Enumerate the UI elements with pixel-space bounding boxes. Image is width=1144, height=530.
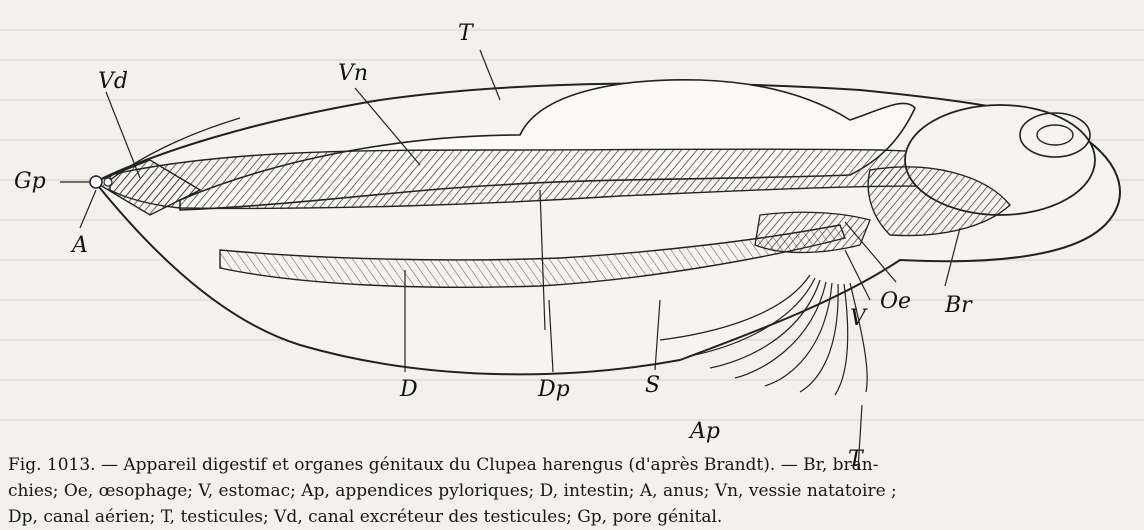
caption-line-2: chies; Oe, œsophage; V, estomac; Ap, app…: [8, 478, 1136, 504]
label-Vd: Vd: [98, 69, 128, 94]
label-Br: Br: [944, 293, 973, 318]
label-A: A: [70, 233, 88, 258]
figure-illustration: T Vn Vd Gp A Br Oe V D Dp S Ap T: [0, 0, 1144, 470]
caption-line-1: Fig. 1013. — Appareil digestif et organe…: [8, 452, 1136, 478]
label-D: D: [399, 377, 418, 402]
fish-body: [90, 80, 1120, 395]
stomach: [755, 212, 870, 252]
label-Gp: Gp: [14, 169, 46, 194]
figure-caption: Fig. 1013. — Appareil digestif et organe…: [8, 452, 1136, 530]
label-V: V: [850, 306, 868, 331]
label-T: T: [458, 21, 475, 46]
label-Dp: Dp: [537, 377, 570, 402]
label-Vn: Vn: [338, 61, 368, 86]
label-Ap: Ap: [688, 419, 720, 444]
genital-pore: [90, 176, 102, 188]
caption-line-3: Dp, canal aérien; T, testicules; Vd, can…: [8, 504, 1136, 530]
label-Oe: Oe: [880, 289, 911, 314]
label-S: S: [645, 373, 660, 398]
